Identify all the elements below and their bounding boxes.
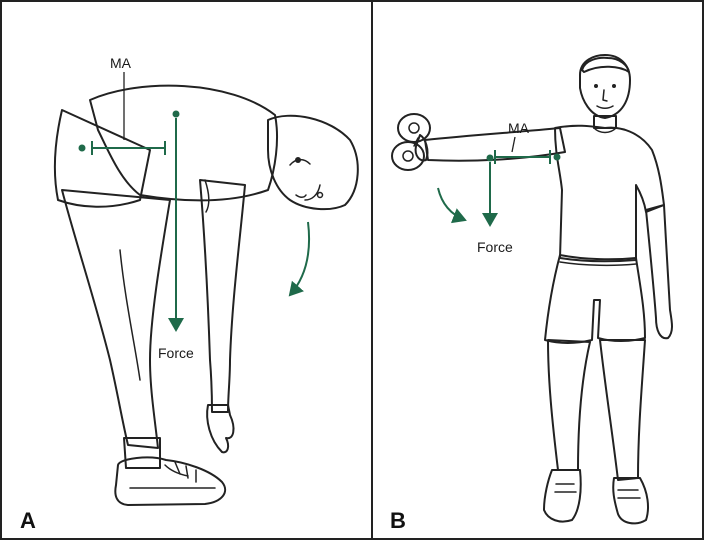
panel-letter-a: A <box>20 508 36 533</box>
force-label-a: Force <box>158 345 194 361</box>
force-label-b: Force <box>477 239 513 255</box>
rotation-arrow-b <box>438 188 465 220</box>
panel-letter-b: B <box>390 508 406 533</box>
ma-label-a: MA <box>110 55 132 71</box>
panel-b: MA Force B <box>390 55 672 533</box>
shorts-fill <box>545 255 645 343</box>
ma-label-b: MA <box>508 120 530 136</box>
panel-a: MA Force A <box>20 55 358 533</box>
standing-person-illustration <box>392 55 672 523</box>
rotation-arrow-a <box>290 222 309 295</box>
force-vector-b: Force <box>477 155 513 256</box>
torso-shirt-fill <box>90 86 277 201</box>
moment-arm-b: MA <box>495 120 561 164</box>
